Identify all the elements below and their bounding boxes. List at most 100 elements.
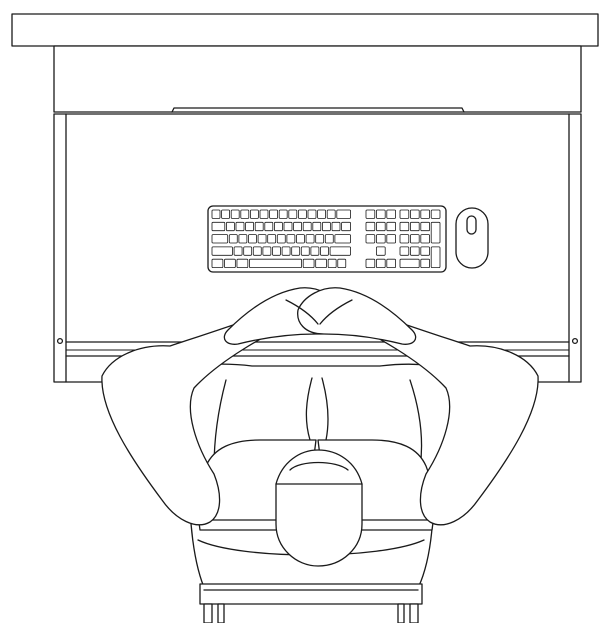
keyboard-key — [409, 209, 420, 219]
keyboard-key — [211, 234, 229, 244]
mouse-body — [455, 207, 489, 269]
keyboard-key — [336, 209, 351, 219]
keyboard-key — [273, 221, 283, 232]
chair-leg-left-inner — [217, 603, 225, 623]
keyboard-key — [283, 221, 293, 232]
keyboard-key — [249, 258, 303, 269]
keyboard-key — [235, 221, 245, 232]
person-back-crease-center-right — [321, 377, 329, 441]
keyboard-key — [238, 234, 248, 244]
keyboard-key — [334, 234, 351, 244]
keyboard-key — [300, 246, 310, 256]
keyboard-key — [221, 209, 231, 219]
shelf-top-edge — [11, 13, 599, 47]
keyboard-key — [240, 209, 250, 219]
keyboard-key — [233, 246, 243, 256]
keyboard-key — [257, 234, 267, 244]
keyboard-key — [245, 221, 255, 232]
keyboard-key — [315, 258, 327, 269]
keyboard-key — [278, 209, 288, 219]
shelf-lip — [171, 107, 465, 113]
keyboard-key — [236, 258, 249, 269]
keyboard-key — [211, 246, 233, 256]
chair-legs — [203, 603, 419, 623]
chair-leg-right-inner — [397, 603, 405, 623]
keyboard-key — [317, 209, 327, 219]
keyboard-key — [329, 246, 351, 256]
mouse — [455, 207, 489, 269]
keyboard-key — [307, 209, 317, 219]
keyboard-key — [211, 209, 221, 219]
keyboard-key — [331, 221, 341, 232]
keyboard-key — [337, 258, 347, 269]
keyboard-key — [249, 209, 259, 219]
keyboard-key — [320, 246, 329, 256]
keyboard-key — [281, 246, 291, 256]
keyboard-key — [302, 221, 312, 232]
chair-front-rail — [199, 583, 423, 605]
person — [101, 287, 539, 567]
keyboard-key — [248, 234, 257, 244]
keyboard-key — [296, 234, 305, 244]
keyboard-key — [430, 209, 441, 219]
keyboard-key — [327, 258, 337, 269]
keyboard-key — [341, 221, 351, 232]
keyboard-key — [211, 258, 224, 269]
person-arm-left — [101, 303, 301, 526]
keyboard-key — [225, 221, 235, 232]
keyboard-key — [264, 221, 274, 232]
keyboard-key — [326, 209, 336, 219]
keyboard-key — [386, 258, 396, 269]
keyboard-key — [399, 258, 420, 269]
person-arm-right — [339, 303, 539, 526]
keyboard-key — [243, 246, 253, 256]
keyboard-key — [262, 246, 272, 256]
keyboard-key — [272, 246, 281, 256]
keyboard-key — [399, 221, 410, 232]
keyboard-key — [269, 209, 279, 219]
keyboard-key — [375, 246, 386, 256]
keyboard-key — [386, 209, 396, 219]
keyboard-key — [399, 234, 410, 244]
keyboard-keys — [211, 209, 441, 269]
keyboard-key — [409, 221, 420, 232]
keyboard-key — [228, 234, 238, 244]
keyboard-key — [386, 234, 396, 244]
chair-leg-left — [203, 603, 213, 623]
keyboard-key — [399, 246, 410, 256]
keyboard-key — [365, 209, 376, 219]
keyboard-key — [386, 221, 396, 232]
mouse-scroll-area — [466, 215, 477, 235]
keyboard-key — [252, 246, 262, 256]
wall-shelf — [11, 13, 599, 113]
keyboard-key — [286, 234, 296, 244]
keyboard-key — [291, 246, 301, 256]
keyboard-key — [211, 221, 226, 232]
keyboard-key — [305, 234, 315, 244]
keyboard-key — [230, 209, 240, 219]
keyboard-key — [420, 221, 430, 232]
person-knuckle-line-b — [319, 299, 353, 325]
desk-left-bolt — [56, 337, 64, 345]
keyboard-key — [259, 209, 269, 219]
person-knuckle-line-a — [285, 299, 319, 325]
keyboard-key — [420, 234, 430, 244]
keyboard-key — [409, 246, 420, 256]
keyboard — [207, 205, 447, 273]
shelf-cabinet — [53, 45, 582, 113]
keyboard-key — [224, 258, 236, 269]
keyboard-key — [409, 234, 420, 244]
keyboard-key — [302, 258, 315, 269]
keyboard-key — [420, 209, 430, 219]
keyboard-key — [288, 209, 298, 219]
keyboard-key — [254, 221, 264, 232]
keyboard-key — [375, 221, 386, 232]
keyboard-key — [267, 234, 277, 244]
keyboard-key — [365, 221, 376, 232]
keyboard-key — [312, 221, 322, 232]
keyboard-key — [276, 234, 286, 244]
person-head — [275, 449, 363, 567]
keyboard-key — [430, 246, 441, 268]
desk-right-bolt — [571, 337, 579, 345]
